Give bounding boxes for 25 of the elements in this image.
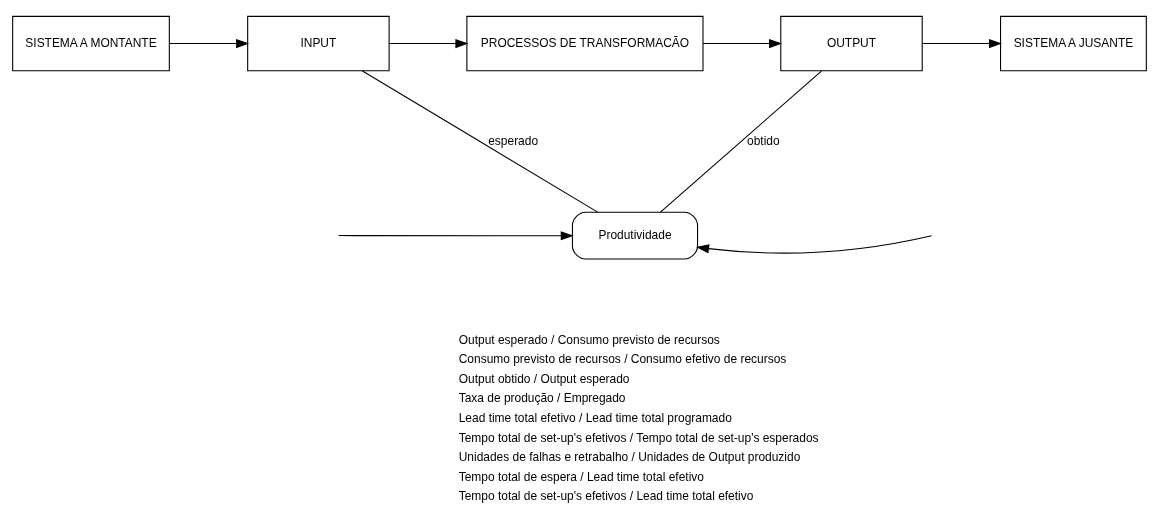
node-box: Produtividade <box>571 211 699 260</box>
arrow <box>169 38 250 49</box>
node-box: SISTEMA A JUSANTE <box>1000 15 1147 72</box>
connector <box>361 70 599 213</box>
arrow <box>696 235 933 254</box>
edge-label: esperado <box>488 133 539 148</box>
node-box: OUTPUT <box>780 15 923 72</box>
node-box: INPUT <box>247 15 390 72</box>
label: Tempo total de espera / Lead time total efetivo <box>458 469 704 484</box>
label: Taxa de produção / Empregado <box>458 391 626 406</box>
label: Tempo total de set-up's efetivos / Lead time total efetivo <box>458 489 754 504</box>
arrow <box>922 38 1003 49</box>
label: Output esperado / Consumo previsto de recursos <box>458 332 720 347</box>
node-box: PROCESSOS DE TRANSFORMACÃO <box>466 15 704 72</box>
arrow <box>702 38 783 49</box>
label: Output obtido / Output esperado <box>458 371 630 386</box>
connector <box>659 70 822 213</box>
label: Unidades de falhas e retrabalho / Unidades de Output produzido <box>458 450 801 465</box>
node-box: SISTEMA A MONTANTE <box>12 15 170 72</box>
label: Tempo total de set-up's efetivos / Tempo total de set-up's esperados <box>458 430 819 445</box>
label: Consumo previsto de recursos / Consumo efetivo de recursos <box>458 352 787 367</box>
edge-label: obtido <box>747 133 780 148</box>
arrow <box>388 38 469 49</box>
arrow <box>338 231 574 241</box>
label: Lead time total efetivo / Lead time total programado <box>458 410 732 425</box>
